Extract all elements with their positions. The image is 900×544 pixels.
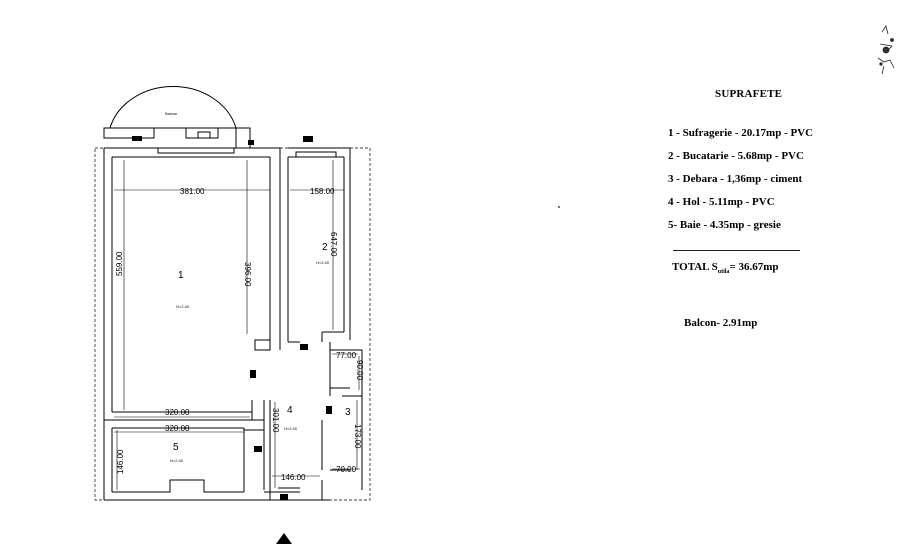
top-wall-left <box>103 127 155 139</box>
legend-item: 2 - Bucatarie - 5.68mp - PVC <box>668 150 804 162</box>
room-number: 3 <box>345 407 351 418</box>
marker <box>326 406 332 414</box>
dim-label: 90.00 <box>355 360 364 381</box>
room3-walls <box>329 349 363 490</box>
total-area: TOTAL Sutila= 36.67mp <box>672 261 779 275</box>
room-number: 2 <box>322 242 328 253</box>
balcony-arc <box>109 86 237 129</box>
scan-speck <box>558 206 560 208</box>
outer-boundary <box>94 147 371 501</box>
window-top <box>157 147 235 154</box>
dim-label: 559.00 <box>115 251 124 276</box>
dim-label: 77.00 <box>336 351 357 360</box>
dim-label: 70.00 <box>336 465 357 474</box>
dim-label: 320.00 <box>165 408 190 417</box>
room2-walls <box>254 147 360 351</box>
legend-list: 1 - Sufragerie - 20.17mp - PVC 2 - Bucat… <box>668 126 813 241</box>
room-number: 4 <box>287 405 293 416</box>
dim-label: 396.00 <box>243 262 252 287</box>
balcony-label: Balcon <box>165 111 177 116</box>
marker <box>248 140 254 145</box>
dim-label: 320.00 <box>165 424 190 433</box>
legend-title: SUPRAFETE <box>715 88 783 100</box>
room-number: 5 <box>173 442 179 453</box>
north-arrow-icon <box>276 533 292 544</box>
room-number: 1 <box>178 270 184 281</box>
room5-walls <box>103 420 264 501</box>
dim-label: 146.00 <box>281 473 306 482</box>
dim-label: 146.00 <box>116 449 125 474</box>
marker <box>132 136 142 141</box>
top-wall-right <box>235 127 251 149</box>
stamp-icon <box>877 25 895 75</box>
total-subscript: utila <box>717 269 730 276</box>
room1-left-wall <box>103 148 113 420</box>
room-height: H=2.40 <box>176 304 190 309</box>
legend-divider <box>673 250 800 251</box>
room4-walls <box>244 400 323 500</box>
marker <box>250 370 256 378</box>
balcony-area: Balcon- 2.91mp <box>684 317 758 329</box>
room-height: H=2.40 <box>284 426 298 431</box>
bottom-entry <box>264 487 330 501</box>
marker <box>303 136 313 142</box>
room1-right-wall <box>269 148 281 350</box>
room1-top-wall <box>104 147 280 158</box>
marker <box>197 131 211 139</box>
dim-label: 301.00 <box>271 408 280 433</box>
room-height: H=2.40 <box>316 260 330 265</box>
legend-item: 4 - Hol - 5.11mp - PVC <box>668 196 775 208</box>
marker <box>280 494 288 500</box>
dim-label: 173.00 <box>353 424 362 449</box>
total-prefix: TOTAL S <box>672 261 718 273</box>
total-value: = 36.67mp <box>729 261 779 273</box>
legend-item: 5- Baie - 4.35mp - gresie <box>668 219 781 231</box>
legend-item: 3 - Debara - 1,36mp - ciment <box>668 173 803 185</box>
kitchen-window <box>295 151 337 158</box>
dim-label: 381.00 <box>180 187 205 196</box>
marker <box>300 344 308 350</box>
dim-label: 647.00 <box>329 232 338 257</box>
room1-bottom-wall <box>104 400 253 421</box>
top-wall-mid <box>185 127 219 139</box>
room-height: H=2.40 <box>170 458 184 463</box>
dim-label: 158.00 <box>310 187 335 196</box>
marker <box>254 446 262 452</box>
legend-item: 1 - Sufragerie - 20.17mp - PVC <box>668 127 814 139</box>
